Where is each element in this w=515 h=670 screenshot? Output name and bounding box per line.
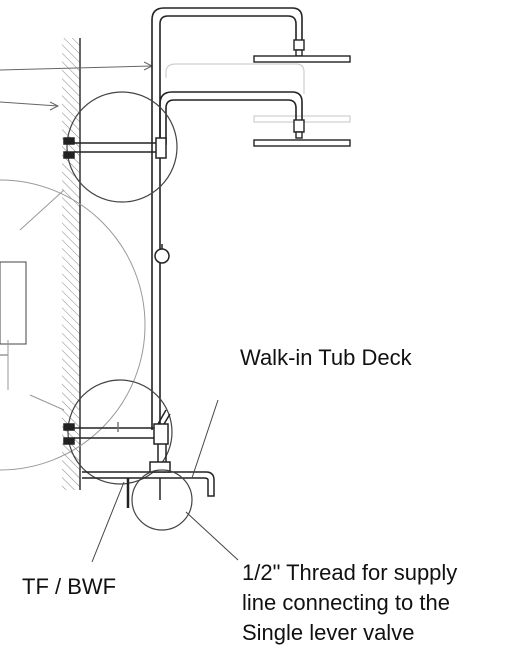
thread-note-line-2: line connecting to the — [242, 590, 450, 615]
shower-riser — [151, 7, 303, 430]
lower-wall-bracket — [63, 379, 173, 485]
detail-callout-left — [0, 179, 146, 471]
upper-wall-bracket — [63, 91, 178, 203]
ghost-outline — [165, 63, 351, 123]
tf-bwf-label: TF / BWF — [22, 574, 117, 599]
label-leaders — [91, 399, 239, 563]
shower-head-top — [253, 39, 351, 63]
wall — [62, 38, 81, 490]
thread-note-line-3: Single lever valve — [242, 620, 415, 645]
thread-detail-circle — [131, 469, 193, 531]
shower-head-lower — [253, 119, 351, 147]
thread-note-line-1: 1/2" Thread for supply — [242, 560, 458, 585]
walk-in-tub-deck-label: Walk-in Tub Deck — [240, 345, 412, 370]
thread-note-label: 1/2" Thread for supply line connecting t… — [242, 558, 457, 648]
tub-deck — [82, 461, 215, 508]
slider-knob — [154, 244, 170, 264]
